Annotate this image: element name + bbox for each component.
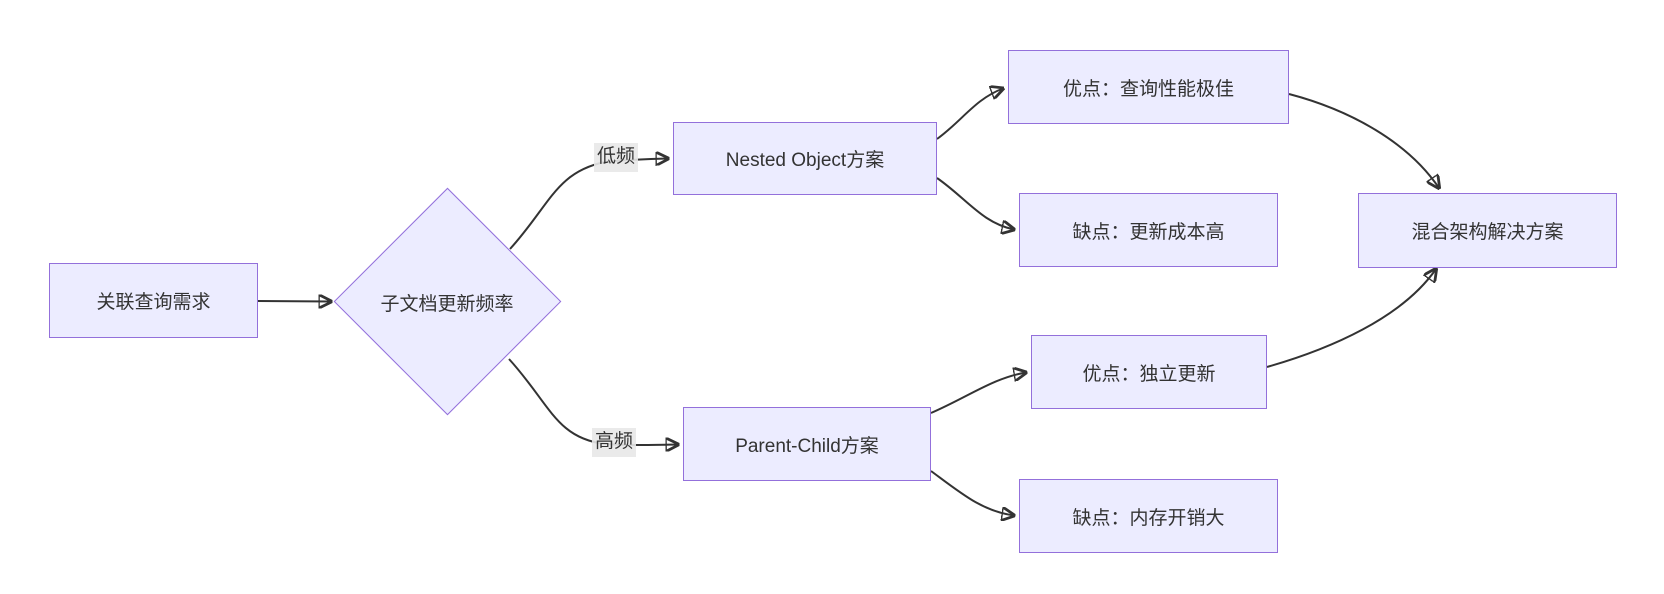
edge-pcpro-to-hybrid bbox=[1266, 269, 1436, 368]
node-nested-advantage-label: 优点：查询性能极佳 bbox=[1062, 78, 1234, 100]
node-query-requirement: 关联查询需求 bbox=[49, 263, 258, 338]
edge-nestedpro-to-hybrid bbox=[1288, 93, 1439, 188]
edge-start-to-decision bbox=[257, 301, 331, 302]
edge-decision-low-to-nested bbox=[509, 159, 668, 250]
node-hybrid-solution: 混合架构解决方案 bbox=[1358, 193, 1617, 268]
node-parentchild-disadvantage: 缺点：内存开销大 bbox=[1019, 479, 1278, 553]
edge-label-low-frequency: 低频 bbox=[594, 143, 639, 172]
node-query-requirement-label: 关联查询需求 bbox=[96, 292, 211, 313]
node-parentchild-disadvantage-label: 缺点：内存开销大 bbox=[1072, 507, 1225, 529]
edge-nested-to-pro bbox=[936, 89, 1003, 140]
node-nested-advantage: 优点：查询性能极佳 bbox=[1008, 50, 1289, 124]
node-nested-disadvantage-label: 缺点：更新成本高 bbox=[1072, 221, 1225, 243]
node-parent-child: Parent-Child方案 bbox=[683, 407, 931, 481]
node-hybrid-solution-label: 混合架构解决方案 bbox=[1411, 222, 1564, 243]
node-nested-object: Nested Object方案 bbox=[673, 122, 937, 195]
node-nested-object-label: Nested Object方案 bbox=[725, 150, 885, 171]
node-parentchild-advantage-label: 优点：独立更新 bbox=[1082, 363, 1216, 385]
node-parentchild-advantage: 优点：独立更新 bbox=[1031, 335, 1267, 409]
node-nested-disadvantage: 缺点：更新成本高 bbox=[1019, 193, 1278, 267]
node-parent-child-label: Parent-Child方案 bbox=[735, 435, 879, 457]
edge-parentchild-to-pro bbox=[930, 373, 1026, 414]
edge-parentchild-to-con bbox=[930, 470, 1014, 516]
edge-nested-to-con bbox=[936, 177, 1014, 230]
edge-label-high-frequency: 高频 bbox=[592, 428, 637, 457]
node-decision-label: 子文档更新频率 bbox=[380, 294, 514, 315]
